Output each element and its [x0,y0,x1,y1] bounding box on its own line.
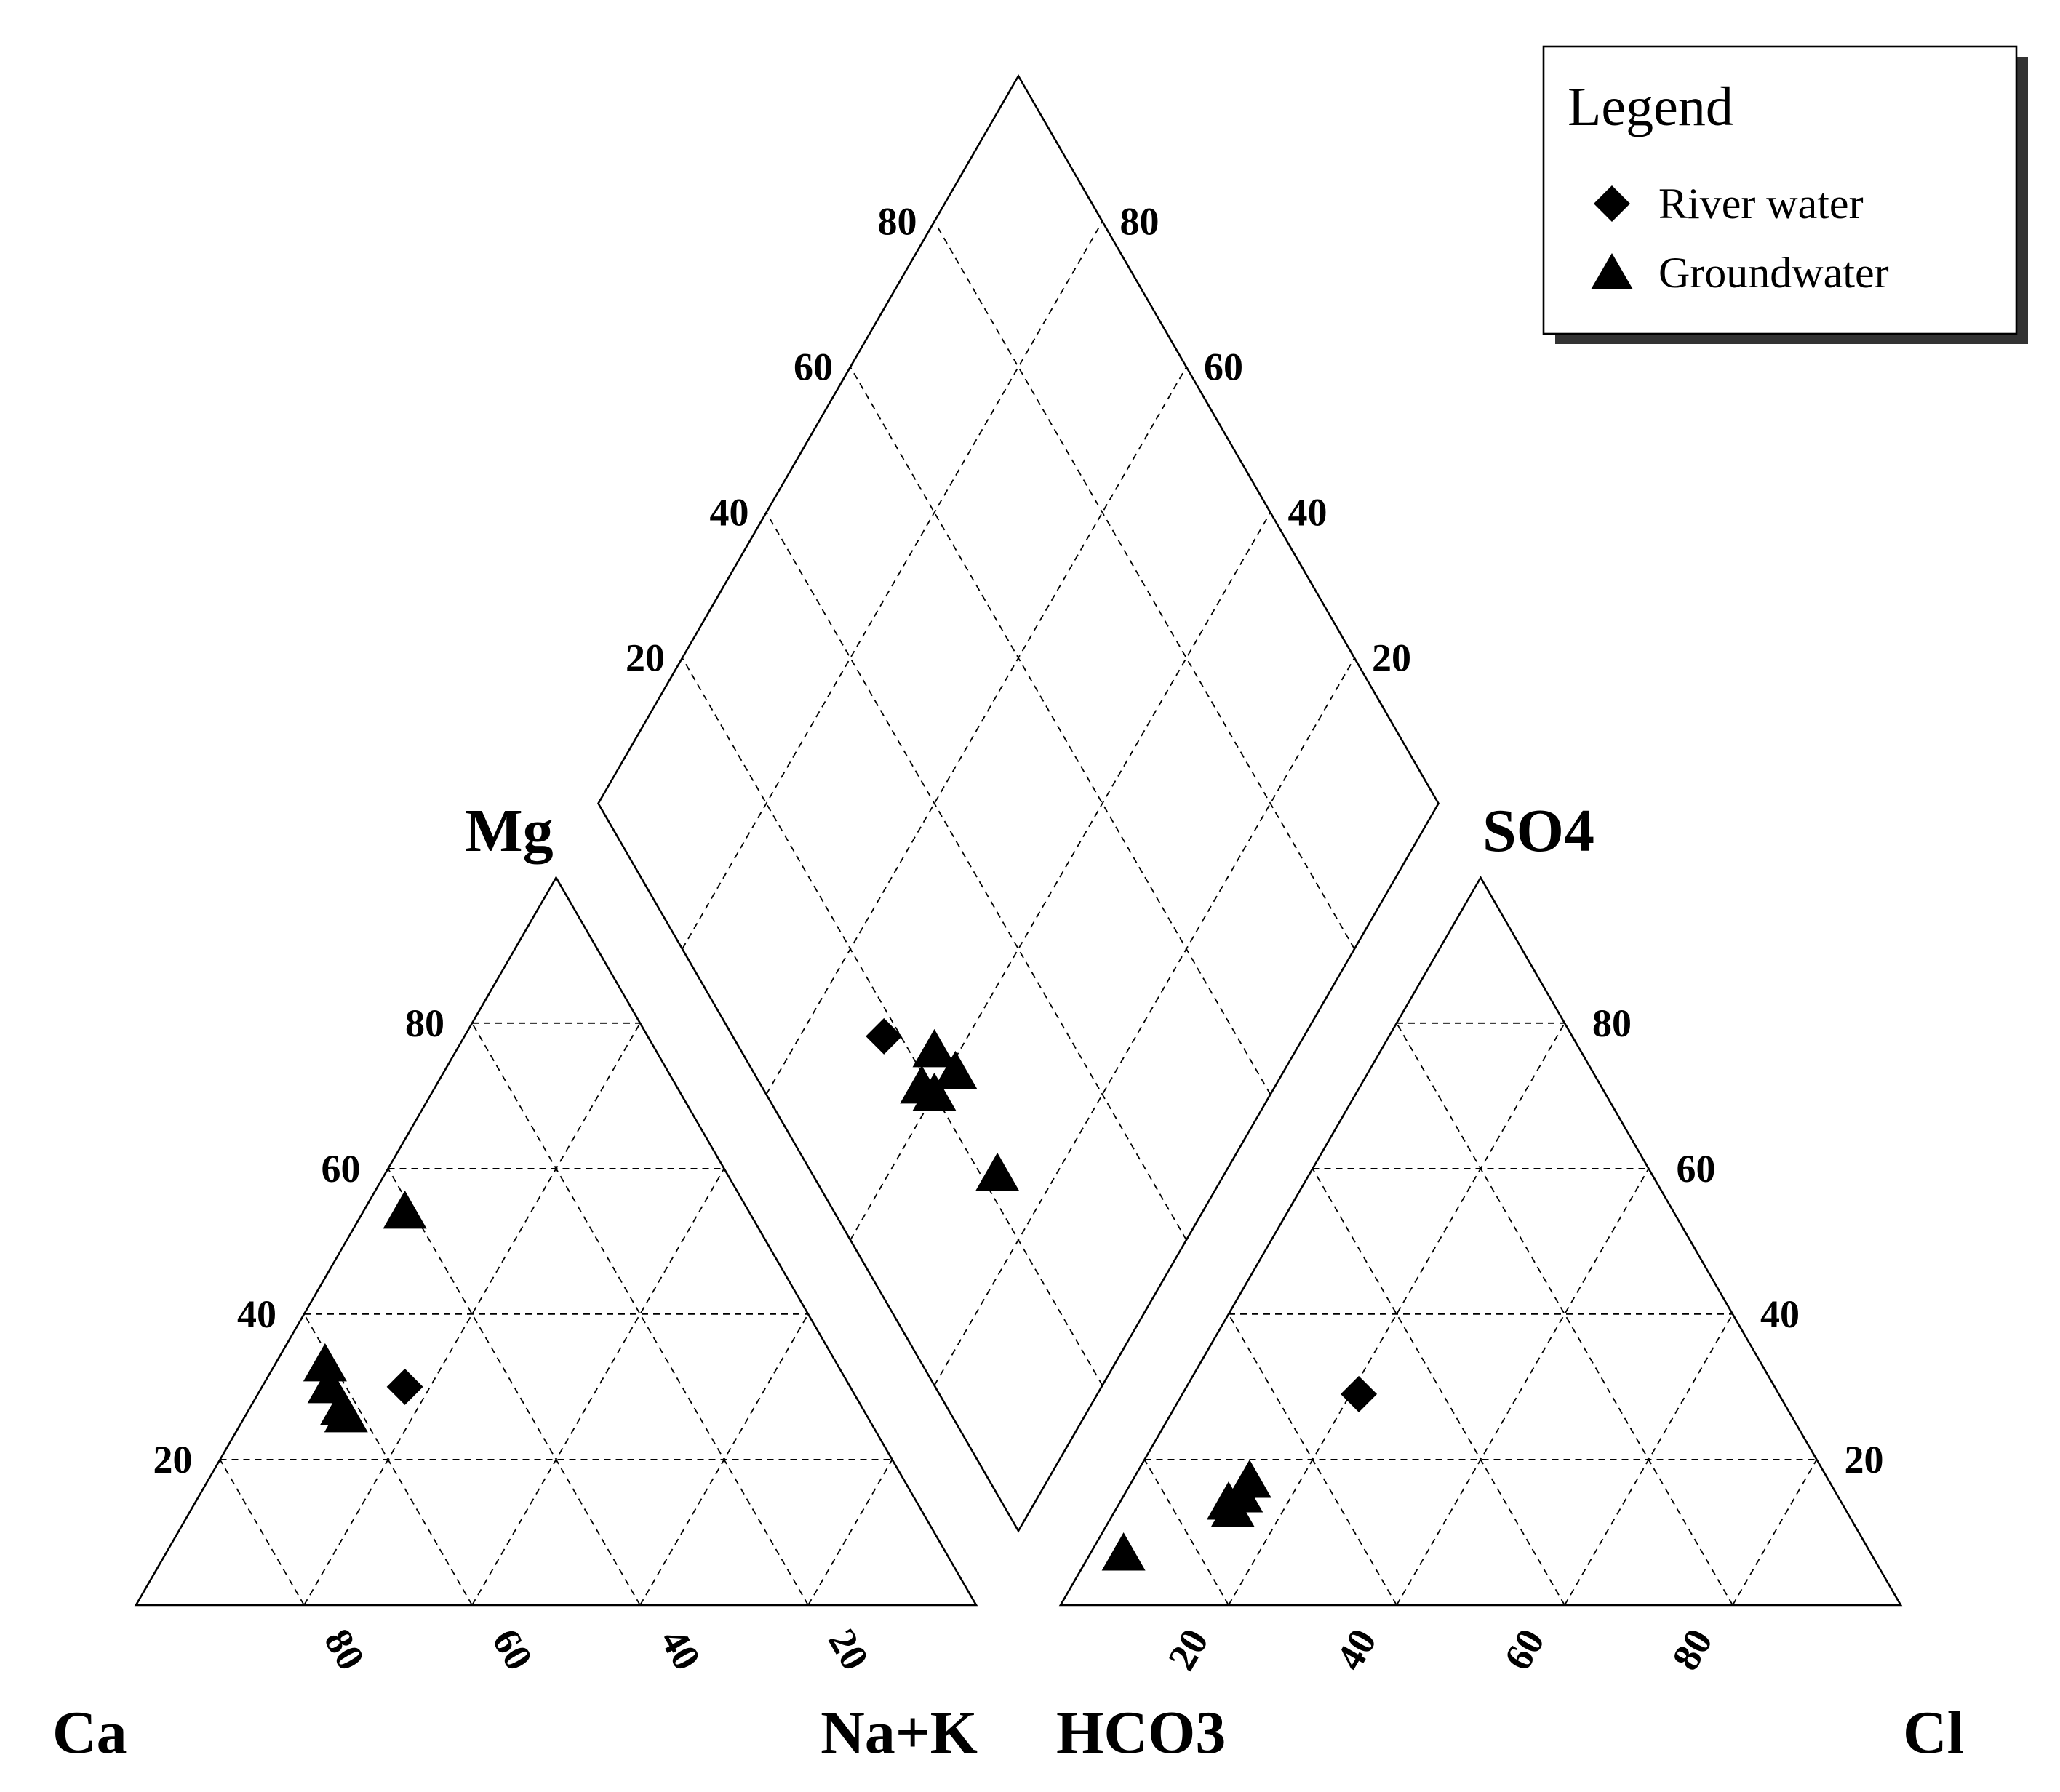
diamond-grid-b-3 [682,221,1103,950]
diamond-frame [596,73,1440,1533]
river-diamond-point-0 [866,1017,903,1055]
legend-item-river-water: River water [1658,180,1864,228]
legend: Legend River water Groundwater [1542,45,2028,344]
cation-mg-tick-60: 60 [322,1147,361,1191]
cation-grid-r-0 [303,1023,641,1606]
anion-grid-r-2 [1564,1313,1733,1606]
axis-label-so4: SO4 [1482,797,1594,865]
axis-label-nak: Na+K [821,1699,978,1767]
diamond-left-tick-60: 60 [794,345,833,389]
anion-cl-tick-20: 20 [1159,1622,1217,1678]
diamond-right-tick-80: 80 [1120,200,1159,244]
diamond-grid-b-2 [765,367,1187,1095]
diamond-left-tick-40: 40 [710,491,749,535]
groundwater-anion-point-4 [1227,1459,1271,1498]
cation-triangle-frame [134,876,978,1607]
cation-ca-tick-60: 60 [484,1622,541,1678]
groundwater-cation-point-4 [324,1393,368,1433]
axis-label-cl: Cl [1903,1699,1964,1767]
cation-mg-tick-80: 80 [405,1001,444,1045]
cation-mg-tick-40: 40 [237,1292,276,1336]
anion-grid-r-0 [1228,1023,1565,1606]
cation-ca-tick-20: 20 [820,1622,877,1678]
anion-grid-l-3 [1143,1459,1229,1606]
anion-so4-tick-60: 60 [1677,1147,1716,1191]
groundwater-anion-point-0 [1101,1532,1146,1571]
cation-grid-r-3 [807,1459,893,1606]
diamond-left-tick-80: 80 [878,200,917,244]
diamond-right-tick-20: 20 [1372,636,1411,680]
anion-so4-tick-40: 40 [1760,1292,1800,1336]
anion-cl-tick-60: 60 [1496,1622,1553,1678]
diamond-right-tick-40: 40 [1288,491,1328,535]
cation-ca-tick-40: 40 [652,1622,709,1678]
groundwater-diamond-point-3 [912,1028,957,1068]
grid-lines [219,221,1818,1606]
diamond-grid-a-0 [682,657,1103,1386]
cation-grid-l-3 [219,1459,305,1606]
anion-grid-l-0 [1396,1023,1733,1606]
anion-so4-tick-20: 20 [1845,1438,1884,1481]
anion-grid-l-1 [1312,1168,1565,1606]
legend-item-groundwater: Groundwater [1658,249,1889,297]
anion-so4-tick-80: 80 [1592,1001,1632,1045]
axis-label-ca: Ca [52,1699,127,1767]
diamond-grid-a-1 [765,512,1187,1241]
axis-label-mg: Mg [465,797,553,865]
cation-grid-r-2 [639,1313,809,1606]
river-anion-point-0 [1341,1375,1378,1412]
anion-grid-r-1 [1396,1168,1650,1606]
anion-grid-r-3 [1732,1459,1818,1606]
legend-marker-diamond [1594,185,1630,222]
diamond-left-tick-20: 20 [626,636,665,680]
diamond-grid-b-0 [933,657,1355,1386]
groundwater-diamond-point-0 [975,1152,1020,1191]
cation-mg-tick-20: 20 [153,1438,193,1481]
anion-cl-tick-40: 40 [1328,1622,1385,1678]
anion-triangle-frame [1058,876,1903,1607]
anion-cl-tick-80: 80 [1664,1622,1721,1678]
legend-title: Legend [1568,76,1733,137]
cation-ca-tick-80: 80 [316,1622,373,1678]
data-points [303,1017,1378,1571]
anion-grid-l-2 [1228,1313,1397,1606]
groundwater-diamond-point-1 [933,1050,978,1089]
groundwater-diamond-point-4 [900,1065,944,1104]
plot-frames [134,73,1903,1607]
diamond-grid-b-1 [850,512,1271,1241]
cation-grid-l-1 [387,1168,641,1606]
cation-grid-l-0 [471,1023,809,1606]
diamond-grid-a-2 [850,367,1271,1095]
diamond-right-tick-60: 60 [1204,345,1243,389]
groundwater-cation-point-0 [383,1190,427,1229]
river-cation-point-0 [386,1368,423,1405]
legend-marker-triangle [1591,253,1633,289]
axis-label-hco3: HCO3 [1056,1699,1226,1767]
tick-labels: 20 40 60 80 80 60 40 20 20 40 60 80 20 40 60 80 20 40 60 80… [153,200,1884,1678]
diamond-grid-a-3 [933,221,1355,950]
cation-grid-r-1 [471,1168,725,1606]
groundwater-cation-point-1 [303,1343,347,1382]
